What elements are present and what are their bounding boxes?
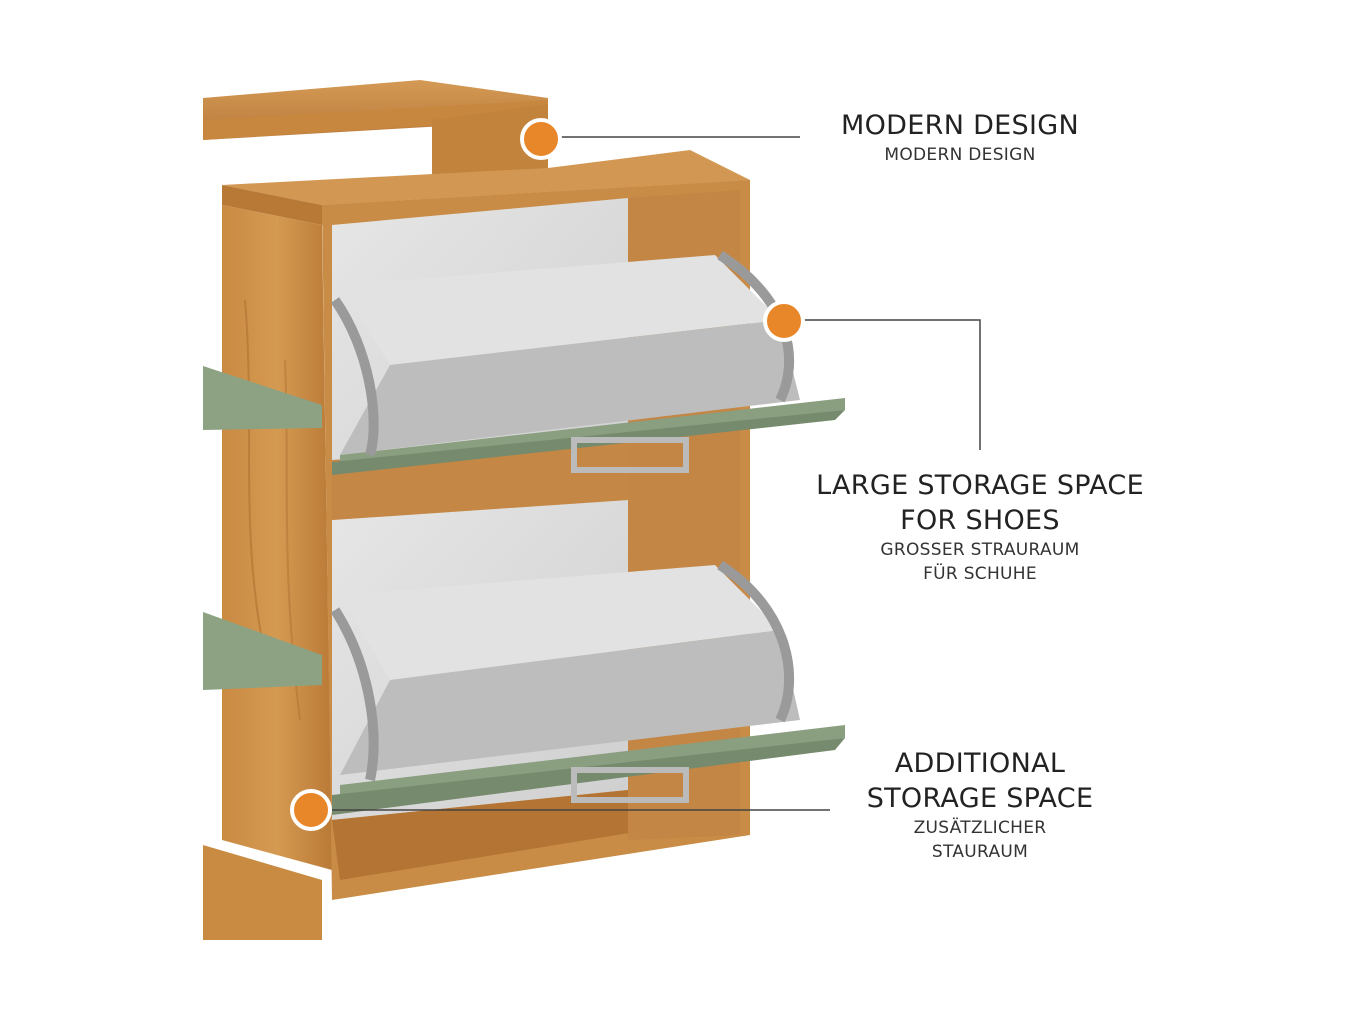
callout-title: MODERN DESIGN bbox=[841, 110, 1079, 141]
callout-title-line-1: ADDITIONAL bbox=[894, 748, 1066, 779]
callout-subtitle-line-2: STAURAUM bbox=[931, 842, 1029, 862]
top-shelf bbox=[203, 80, 548, 190]
marker-additional-storage bbox=[290, 789, 332, 831]
callout-subtitle-line-1: GROSSER STRAURAUM bbox=[880, 540, 1080, 560]
upper-shoe-flap bbox=[330, 250, 845, 475]
callout-title-line-2: STORAGE SPACE bbox=[866, 783, 1094, 814]
callout-subtitle-line-1: ZUSÄTZLICHER bbox=[913, 818, 1047, 838]
side-shelves bbox=[203, 366, 322, 940]
leader-lines bbox=[326, 136, 981, 811]
callout-additional-storage: ADDITIONAL STORAGE SPACE ZUSÄTZLICHER ST… bbox=[800, 746, 1160, 864]
callout-subtitle-line-2: FÜR SCHUHE bbox=[923, 564, 1037, 584]
callout-title-line-1: LARGE STORAGE SPACE bbox=[816, 470, 1144, 501]
callout-title-line-2: FOR SHOES bbox=[900, 505, 1060, 536]
marker-storage-space bbox=[763, 300, 805, 342]
lower-shoe-flap bbox=[330, 560, 845, 815]
callout-markers bbox=[290, 118, 805, 831]
callout-modern-design: MODERN DESIGN MODERN DESIGN bbox=[790, 108, 1130, 167]
callout-subtitle: MODERN DESIGN bbox=[884, 145, 1036, 165]
marker-modern-design bbox=[520, 118, 562, 160]
callout-storage-space: LARGE STORAGE SPACE FOR SHOES GROSSER ST… bbox=[760, 468, 1200, 586]
cabinet-left-side bbox=[222, 205, 332, 870]
